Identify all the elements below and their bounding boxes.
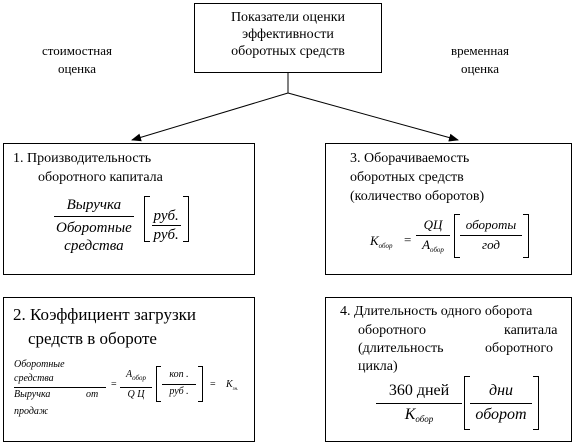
box4-bracket-right <box>533 376 539 430</box>
box3-den-text: А <box>422 237 431 252</box>
left-label: стоимостная оценка <box>22 42 132 78</box>
box4-num: 360 дней <box>388 382 450 399</box>
box3-unit-fraction: обороты год <box>460 216 522 253</box>
left-label-line-2: оценка <box>57 61 97 76</box>
box1-unit-num: руб. <box>151 208 181 226</box>
box2-main-den-2: от <box>86 389 99 400</box>
box1-unit-den: руб. <box>153 227 179 243</box>
left-label-line-1: стоимостная <box>42 43 112 58</box>
box-duration: 4. Длительность одного оборота оборотног… <box>325 297 572 442</box>
box3-lhs-text: К <box>370 233 379 248</box>
box3-den-sub: обор <box>430 246 444 254</box>
box4-den-sub: обор <box>415 414 434 424</box>
box4-unit-den: оборот <box>475 406 527 423</box>
box4-line-3a: (длительность <box>358 341 444 356</box>
box3-unit-fraction-bar <box>460 235 522 236</box>
box2-mid-num-text: А <box>126 369 133 380</box>
right-label-line-1: временная <box>450 43 510 58</box>
box1-denominator: Оборотные средства <box>54 217 134 255</box>
box1-line-1: 1. Производительность <box>13 151 152 166</box>
box1-numerator: Выручка <box>54 196 134 217</box>
box4-formula: 360 дней Кобор дни оборот <box>376 376 566 438</box>
box3-bracket-right <box>523 214 529 258</box>
box1-formula: Выручка Оборотные средства руб. руб. <box>54 195 189 255</box>
box4-main-fraction: 360 дней Кобор <box>376 380 462 430</box>
box2-unit-fraction: коп . руб . <box>162 368 196 399</box>
box3-unit-den: год <box>482 237 500 252</box>
box4-den-text: К <box>404 406 416 423</box>
box2-line-2: средств в обороте <box>28 329 157 348</box>
box2-result: Кзн. <box>226 379 238 392</box>
box-turnover: 3. Оборачиваемость оборотных средств (ко… <box>325 143 572 275</box>
box2-line-1: 2. Коэффициент загрузки <box>13 305 197 324</box>
box3-fraction-bar <box>416 235 450 236</box>
arrow-line-left <box>131 92 289 142</box>
box2-main-den-3: продаж <box>14 406 49 417</box>
box4-line-2a: оборотного <box>358 323 426 338</box>
box2-mid-fraction: Аобор Q Ц <box>120 368 152 402</box>
top-box-line-1: Показатели оценки <box>230 10 346 25</box>
box2-result-sub: зн. <box>232 387 239 392</box>
box1-bracket-right <box>182 195 189 242</box>
box2-main-num-1: Оборотные <box>14 359 65 370</box>
box3-num: QЦ <box>423 217 443 232</box>
box1-line-2: оборотного капитала <box>38 170 163 185</box>
box3-unit-num: обороты <box>465 217 517 232</box>
box-productivity: 1. Производительность оборотного капитал… <box>3 143 255 275</box>
box1-bracket-left <box>143 195 150 242</box>
box2-main-numerator: Оборотные средства <box>14 358 106 386</box>
box3-lhs: Кобор <box>370 233 392 250</box>
box2-eq-1: = <box>111 379 117 390</box>
box2-mid-num: Аобор <box>120 368 152 385</box>
top-box-line-2: эффективности <box>242 27 334 42</box>
box4-unit-num: дни <box>488 382 514 399</box>
box3-line-1: 3. Оборачиваемость <box>350 151 470 166</box>
box1-denominator-line-1: Оборотные <box>56 220 132 236</box>
box3-line-3: (количество оборотов) <box>350 189 485 204</box>
box2-main-fraction-bar <box>14 387 106 388</box>
box3-eq: = <box>404 232 412 247</box>
box4-unit-fraction: дни оборот <box>470 380 532 426</box>
right-label: временная оценка <box>430 42 530 78</box>
box4-line-2b: капитала <box>504 323 558 338</box>
box4-fraction-bar <box>376 403 462 404</box>
box2-unit-num: коп . <box>169 369 189 380</box>
box4-line-1: 4. Длительность одного оборота <box>340 304 533 319</box>
box2-formula: Оборотные средства Выручка от продаж = А… <box>14 356 254 436</box>
box2-eq-2: = <box>210 379 216 390</box>
box1-denominator-line-2: средства <box>64 238 124 254</box>
box2-unit-bracket-left <box>156 366 161 402</box>
box3-line-2: оборотных средств <box>350 170 464 185</box>
box4-bracket-left <box>464 376 470 430</box>
box2-unit-bracket-right <box>198 366 203 402</box>
box4-line-4: цикла) <box>358 359 398 374</box>
box2-mid-den: Q Ц <box>127 389 145 400</box>
box2-unit-fraction-bar <box>162 384 196 385</box>
box1-unit-fraction: руб. руб. <box>151 207 181 244</box>
box3-den: Аобор <box>416 236 450 259</box>
top-box-line-3: оборотных средств <box>231 44 345 59</box>
box2-main-num-2: средства <box>14 373 54 384</box>
box3-formula: Кобор = QЦ Аобор обороты год <box>370 214 570 271</box>
box3-bracket-left <box>454 214 460 258</box>
box4-unit-fraction-bar <box>470 403 532 404</box>
box2-mid-fraction-bar <box>120 387 152 388</box>
box4-den: Кобор <box>376 404 462 430</box>
box2-unit-den: руб . <box>169 386 189 397</box>
top-box: Показатели оценки эффективности оборотны… <box>194 3 382 73</box>
box-load-factor: 2. Коэффициент загрузки средств в оборот… <box>3 297 255 442</box>
box2-mid-num-sub: обор <box>132 374 146 382</box>
box1-main-fraction: Выручка Оборотные средства <box>54 196 134 255</box>
box2-result-text: К <box>226 379 233 390</box>
box2-main-den-1: Выручка <box>14 389 51 400</box>
box4-line-3b: оборотного <box>485 341 553 356</box>
arrow-line-right <box>287 92 459 142</box>
box3-lhs-sub: обор <box>378 242 393 250</box>
right-label-line-2: оценка <box>460 61 500 76</box>
box3-main-fraction: QЦ Аобор <box>416 216 450 259</box>
